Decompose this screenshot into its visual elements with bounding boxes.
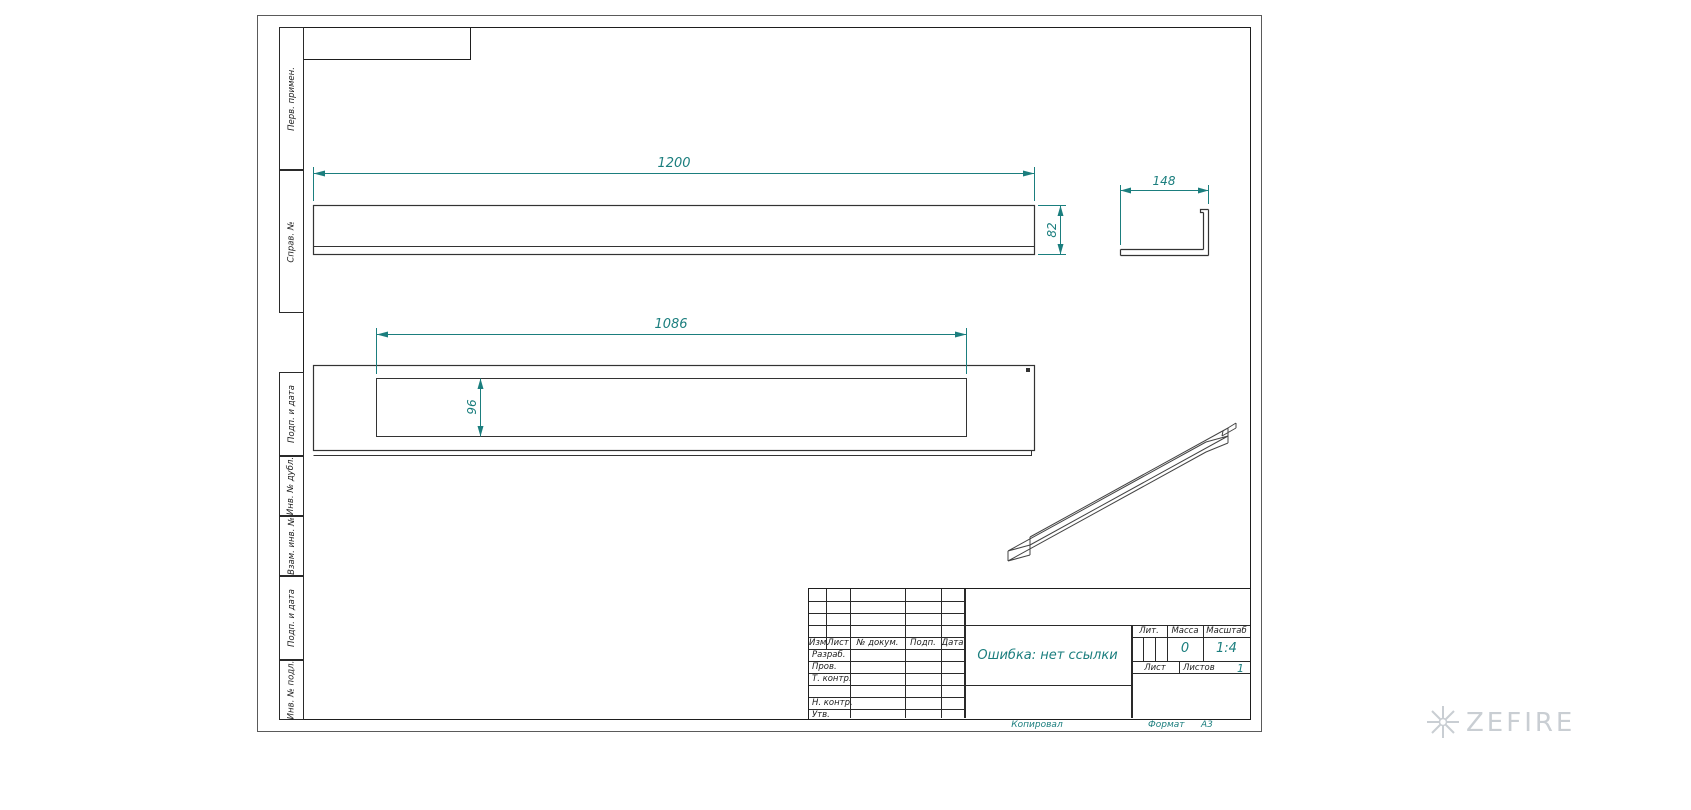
tb-mass-label: Масса [1171, 626, 1199, 636]
tb-lit-label: Лит. [1139, 626, 1159, 636]
dimensions: 1200 82 148 [313, 156, 1209, 437]
margin-box-perv-primen: Перв. примен. [279, 27, 304, 170]
tb-line [1203, 625, 1204, 661]
tb-scale-value: 1:4 [1216, 641, 1237, 656]
isometric-view [1007, 422, 1237, 562]
side-view [1119, 208, 1210, 257]
tb-line [826, 589, 827, 649]
tb-line [1143, 637, 1144, 661]
tb-line [809, 601, 964, 602]
front-view [312, 204, 1036, 256]
tb-mass-value: 0 [1180, 641, 1190, 656]
tb-line [809, 685, 1131, 686]
dim-1200-text: 1200 [657, 156, 690, 171]
dim-82-text: 82 [1045, 222, 1059, 237]
dim-1086: 1086 [376, 317, 967, 374]
tb-row-nkontr: Н. контр. [812, 698, 853, 708]
dim-148: 148 [1120, 174, 1209, 245]
tb-line [905, 589, 906, 718]
dim-96-text: 96 [465, 399, 479, 415]
tb-header-doc: № докум. [856, 638, 899, 648]
tb-scale-label: Масштаб [1206, 626, 1247, 636]
dim-148-text: 148 [1153, 174, 1176, 188]
tb-line [809, 709, 964, 710]
zefire-watermark: ZEFIRE [1427, 706, 1575, 738]
tb-line [964, 589, 966, 718]
dim-1086-text: 1086 [654, 317, 687, 332]
tb-header-data: Дата [941, 638, 964, 648]
tb-line [1155, 637, 1156, 661]
tb-row-prov: Пров. [812, 662, 837, 672]
format-label: Формат [1148, 720, 1185, 730]
tb-line [809, 613, 964, 614]
tb-line [1131, 625, 1133, 718]
margin-box-inv-podl: Инв. № подл. [279, 660, 304, 720]
tb-line [850, 589, 851, 718]
title-block: Изм. Лист № докум. Подп. Дата Разраб. Пр… [808, 588, 1251, 720]
tb-line [941, 589, 942, 718]
watermark-text: ZEFIRE [1466, 708, 1575, 738]
snowflake-center [1438, 717, 1448, 727]
tb-sheet-label: Лист [1144, 663, 1166, 673]
doc-name: Ошибка: нет ссылки [977, 647, 1118, 663]
tb-row-utv: Утв. [812, 710, 830, 720]
margin-box-sprav-no: Справ. № [279, 170, 304, 313]
dim-1200: 1200 [313, 156, 1035, 201]
margin-box-inv-dubl: Инв. № дубл. [279, 456, 304, 516]
format-value: А3 [1201, 720, 1213, 730]
tb-sheets-value: 1 [1237, 662, 1244, 675]
dim-96: 96 [465, 378, 484, 437]
tb-line [809, 637, 964, 638]
sheet-border [257, 15, 1262, 732]
tb-line [1131, 673, 1250, 674]
tb-row-tkontr: Т. контр. [812, 674, 852, 684]
tb-line [1179, 661, 1180, 673]
copied-label: Копировал [1011, 720, 1063, 730]
margin-box-podp-data-2: Подп. и дата [279, 576, 304, 660]
tb-line [1131, 661, 1250, 662]
tb-line [809, 649, 964, 650]
tb-line [809, 661, 964, 662]
dim-82: 82 [1038, 205, 1066, 255]
margin-box-vzam-inv: Взам. инв. № [279, 516, 304, 576]
tb-line [809, 625, 1250, 626]
tb-row-razrab: Разраб. [812, 650, 846, 660]
tb-header-izm: Изм. [809, 638, 829, 648]
tb-line [809, 697, 964, 698]
tb-header-podp: Подп. [910, 638, 936, 648]
tb-line [809, 673, 964, 674]
tb-sheets-label: Листов [1183, 663, 1215, 673]
tb-line [1131, 637, 1250, 638]
tb-line [1167, 625, 1168, 661]
tb-header-list: Лист [827, 638, 849, 648]
margin-box-podp-data-1: Подп. и дата [279, 372, 304, 456]
plan-view [312, 364, 1036, 456]
